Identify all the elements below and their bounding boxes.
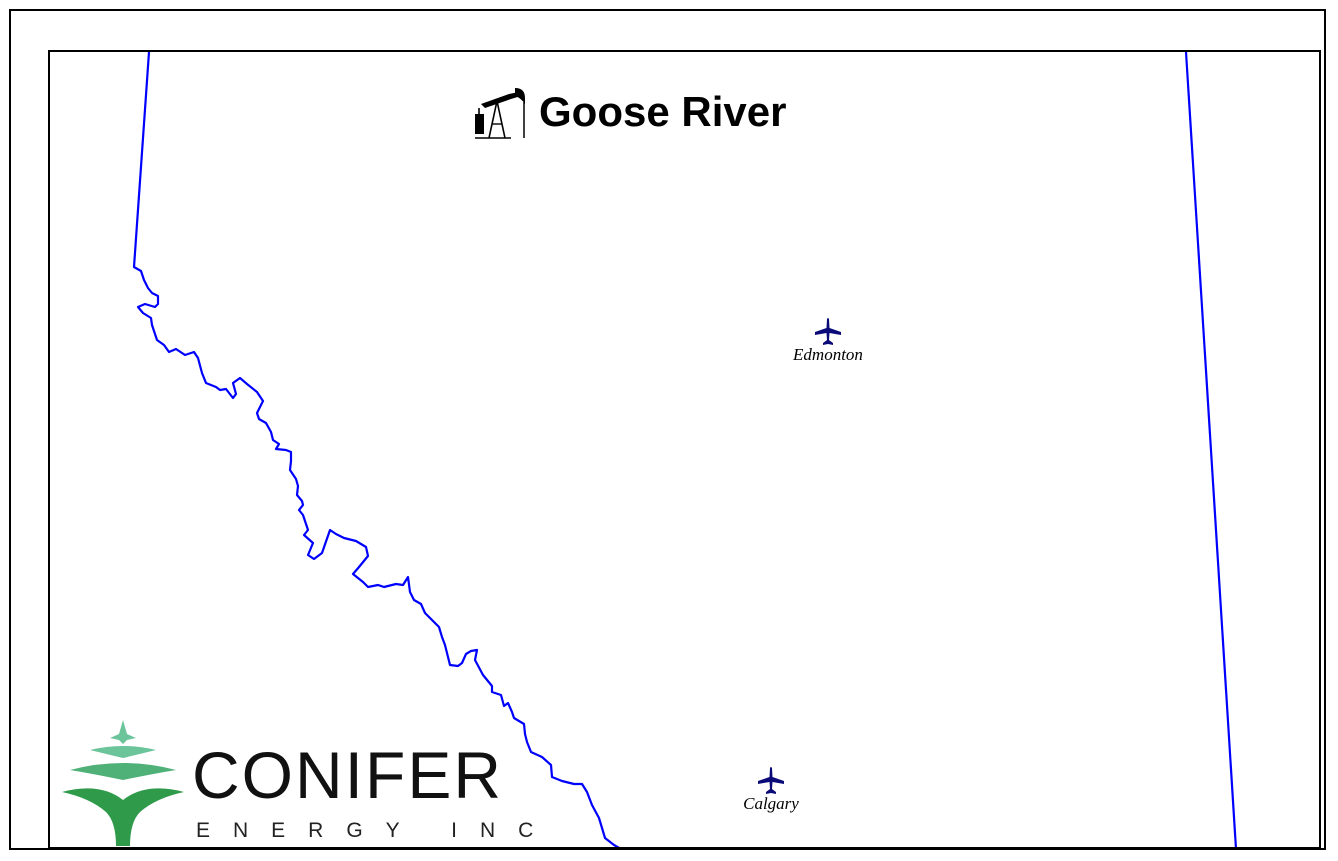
city-label: Edmonton	[793, 345, 863, 364]
map-title-block: Goose River	[475, 84, 786, 140]
airport-icon	[815, 318, 841, 345]
pumpjack-icon	[475, 88, 525, 139]
map-view[interactable]: Goose River Edmonton Calgary	[48, 50, 1321, 849]
outer-frame: Goose River Edmonton Calgary	[9, 9, 1326, 850]
map-title: Goose River	[539, 88, 787, 135]
company-logo: CONIFER ENERGY INC	[60, 720, 533, 846]
east-boundary-line	[1184, 52, 1237, 847]
company-subtitle: ENERGY INC	[196, 819, 557, 842]
city-marker-calgary[interactable]: Calgary	[716, 766, 826, 814]
conifer-tree-icon	[62, 720, 184, 846]
west-boundary-line	[132, 52, 620, 847]
province-boundaries	[132, 52, 1237, 847]
company-name: CONIFER	[192, 738, 503, 812]
airport-icon	[758, 767, 784, 794]
city-marker-edmonton[interactable]: Edmonton	[773, 317, 883, 365]
city-label: Calgary	[743, 794, 799, 813]
